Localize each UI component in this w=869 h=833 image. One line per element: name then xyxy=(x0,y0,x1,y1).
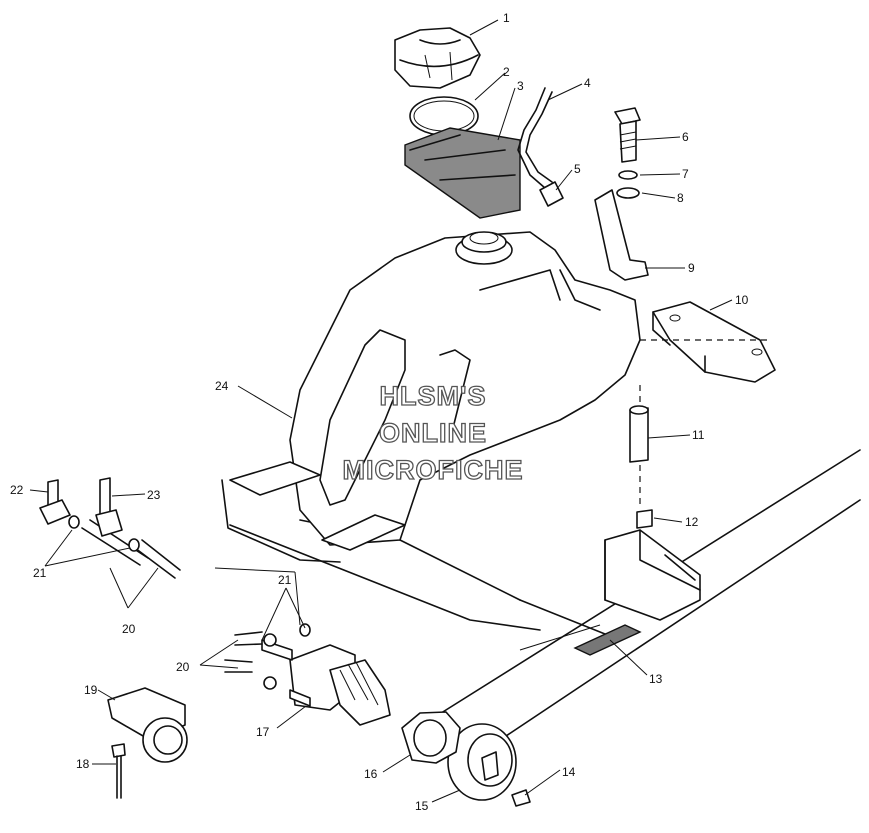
callout-4: 4 xyxy=(584,76,591,90)
fitting-22 xyxy=(39,479,71,525)
callout-15: 15 xyxy=(415,799,429,813)
watermark-line-1: HLSM'S xyxy=(380,381,487,411)
callout-18: 18 xyxy=(76,757,90,771)
callout-5: 5 xyxy=(574,162,581,176)
o-ring xyxy=(409,96,479,136)
grommet xyxy=(636,509,653,529)
callout-16: 16 xyxy=(364,767,378,781)
mounting-bracket xyxy=(594,189,649,281)
callout-24: 24 xyxy=(215,379,229,393)
callout-7: 7 xyxy=(682,167,689,181)
callout-20-right: 20 xyxy=(176,660,190,674)
callout-14: 14 xyxy=(562,765,576,779)
callout-19: 19 xyxy=(84,683,98,697)
foam-filter xyxy=(404,127,521,219)
callout-13: 13 xyxy=(649,672,663,686)
callout-3: 3 xyxy=(517,79,524,93)
callout-6: 6 xyxy=(682,130,689,144)
callout-21-pump: 21 xyxy=(278,573,292,587)
callout-8: 8 xyxy=(677,191,684,205)
callout-20-left: 20 xyxy=(122,622,136,636)
callout-1: 1 xyxy=(503,11,510,25)
callout-23: 23 xyxy=(147,488,161,502)
lock-washer xyxy=(618,170,638,180)
fuel-pump xyxy=(261,623,391,726)
callout-2: 2 xyxy=(503,65,510,79)
callout-11: 11 xyxy=(692,428,705,442)
leader-lines xyxy=(29,19,733,803)
fuel-cap xyxy=(394,27,481,89)
cushion-block xyxy=(640,301,776,383)
watermark-line-3: MICROFICHE xyxy=(343,455,524,485)
fuel-tank xyxy=(229,231,641,551)
callout-22: 22 xyxy=(10,483,24,497)
callout-12: 12 xyxy=(685,515,699,529)
fitting-23 xyxy=(95,477,123,537)
rivet xyxy=(111,743,126,799)
flat-washer xyxy=(616,187,640,199)
callout-17: 17 xyxy=(256,725,270,739)
clamp-21-a xyxy=(68,515,80,529)
spacer-tube xyxy=(629,407,649,463)
callout-9: 9 xyxy=(688,261,695,275)
rail-end-cap xyxy=(447,723,517,801)
fuel-hose-right xyxy=(224,631,263,673)
callout-21-left: 21 xyxy=(33,566,47,580)
spanner-nut xyxy=(401,711,461,764)
pump-mount-bracket xyxy=(107,687,188,763)
screw xyxy=(511,789,531,807)
watermark: HLSM'S ONLINE MICROFICHE xyxy=(342,380,524,485)
vent-hose xyxy=(517,87,546,189)
callout-numbers: 1 2 3 4 5 6 7 8 9 10 11 12 13 14 15 16 1… xyxy=(10,11,749,813)
callout-10: 10 xyxy=(735,293,749,307)
clamp-21-b xyxy=(128,538,140,552)
watermark-line-2: ONLINE xyxy=(379,418,487,448)
bolt xyxy=(614,107,641,163)
